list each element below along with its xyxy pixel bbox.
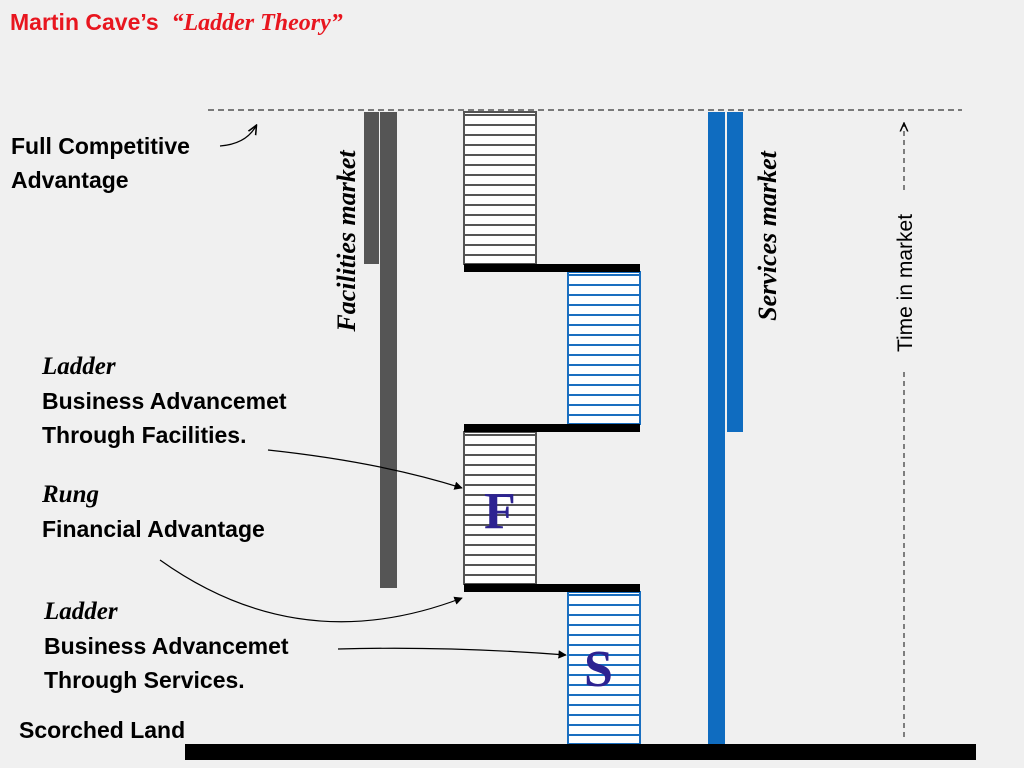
services-market-label: Services market	[753, 151, 782, 321]
ladder-facilities-line2: Through Facilities.	[42, 422, 247, 448]
full-competitive-arrow	[219, 126, 256, 147]
ladder-services-line2: Through Services.	[44, 667, 245, 693]
rung-2	[464, 424, 640, 432]
services-block-upper	[567, 271, 641, 425]
ladder-facilities-arrow	[267, 449, 463, 490]
ladder-services-heading: Ladder	[44, 598, 118, 625]
scorched-land-label: Scorched Land	[19, 717, 186, 743]
title-theory: “Ladder Theory”	[171, 10, 343, 36]
full-competitive-label-line1: Full Competitive	[11, 133, 190, 159]
rung-line1: Financial Advantage	[42, 516, 265, 542]
services-letter-s: S	[584, 641, 613, 698]
ladder-facilities-line1: Business Advancemet	[42, 388, 287, 414]
facilities-market-label: Facilities market	[332, 150, 361, 332]
services-bar-short	[727, 112, 743, 432]
rung-heading: Rung	[42, 481, 99, 508]
rung-arrow	[159, 559, 463, 623]
ladder-facilities-heading: Ladder	[42, 353, 116, 380]
ladder-services-arrow	[337, 647, 567, 659]
scorched-land-ground	[185, 744, 976, 760]
full-competitive-label-line2: Advantage	[11, 167, 129, 193]
services-bar-long	[708, 112, 725, 745]
title-author: Martin Cave’s	[10, 9, 159, 35]
facilities-letter-f: F	[484, 483, 516, 540]
facilities-bar-short	[364, 112, 379, 264]
facilities-bar-long	[380, 112, 397, 588]
rung-1	[464, 264, 640, 272]
ladder-services-line1: Business Advancemet	[44, 633, 289, 659]
time-in-market-label: Time in market	[890, 208, 922, 358]
slide-title: Martin Cave’s “Ladder Theory”	[10, 4, 343, 41]
rung-3	[464, 584, 640, 592]
facilities-block-top	[463, 111, 537, 265]
